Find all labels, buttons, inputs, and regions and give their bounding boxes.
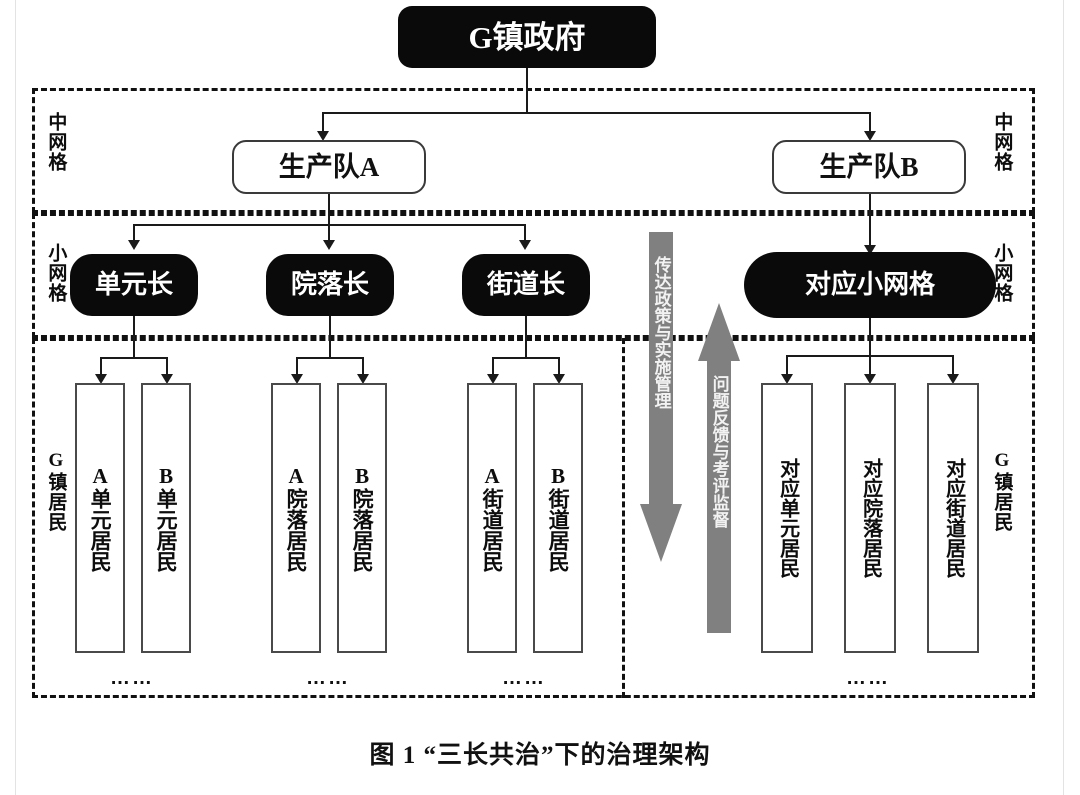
connector-unit-bus bbox=[100, 357, 167, 359]
band-middle-grid bbox=[32, 88, 1035, 213]
arrowhead-teamB-to-grid bbox=[864, 245, 876, 255]
connector-street-to-resident-b bbox=[558, 357, 560, 377]
connector-teamB-to-grid bbox=[869, 194, 871, 248]
connector-courtyard-to-resident-b bbox=[362, 357, 364, 377]
connector-street-bus bbox=[492, 357, 559, 359]
arrowhead-unit-to-resident-a bbox=[95, 374, 107, 384]
flow-arrow-down-label: 传达政策与实施管理 bbox=[651, 256, 671, 409]
resident-box-label: A单元居民 bbox=[88, 464, 113, 572]
arrowhead-gov-to-teamA bbox=[317, 131, 329, 141]
arrowhead-teamA-to-unit bbox=[128, 240, 140, 250]
resident-box-label: B院落居民 bbox=[350, 464, 375, 572]
connector-gov-stem bbox=[526, 68, 528, 113]
ellipsis-courtyard-group: …… bbox=[306, 667, 350, 689]
connector-teamA-stem bbox=[328, 194, 330, 225]
connector-courtyard-bus bbox=[296, 357, 363, 359]
resident-box-corresponding-unit[interactable]: 对应单元居民 bbox=[761, 383, 813, 653]
arrowhead-gov-to-teamB bbox=[864, 131, 876, 141]
arrowhead-grid-to-resident-street bbox=[947, 374, 959, 384]
node-corresponding-small-grid[interactable]: 对应小网格 bbox=[744, 252, 996, 318]
band-label-middle-grid-right: 中网格 bbox=[991, 112, 1013, 172]
page-edge-rule-right bbox=[1063, 0, 1064, 795]
resident-box-label: A街道居民 bbox=[480, 464, 505, 572]
connector-teamA-to-courtyard bbox=[328, 224, 330, 243]
connector-unit-to-resident-a bbox=[100, 357, 102, 377]
connector-courtyard-to-resident-a bbox=[296, 357, 298, 377]
band-label-middle-grid-left: 中网格 bbox=[45, 112, 67, 172]
band-label-residents-left: G镇居民 bbox=[45, 450, 67, 532]
arrowhead-street-to-resident-b bbox=[553, 374, 565, 384]
connector-grid-to-resident-unit bbox=[786, 355, 788, 377]
connector-courtyard-stem bbox=[329, 316, 331, 358]
arrowhead-grid-to-resident-courtyard bbox=[864, 374, 876, 384]
flow-arrow-up-icon bbox=[698, 303, 740, 633]
flow-arrow-down-icon bbox=[640, 232, 682, 562]
arrowhead-teamA-to-street bbox=[519, 240, 531, 250]
flow-arrow-feedback-up: 问题反馈与考评监督 bbox=[698, 303, 740, 633]
arrowhead-grid-to-resident-unit bbox=[781, 374, 793, 384]
node-town-government[interactable]: G镇政府 bbox=[398, 6, 656, 68]
arrowhead-unit-to-resident-b bbox=[161, 374, 173, 384]
resident-box-corresponding-courtyard[interactable]: 对应院落居民 bbox=[844, 383, 896, 653]
node-chief-courtyard[interactable]: 院落长 bbox=[266, 254, 394, 316]
ellipsis-corresponding-group: …… bbox=[846, 667, 890, 689]
resident-box-corresponding-street[interactable]: 对应街道居民 bbox=[927, 383, 979, 653]
node-chief-unit[interactable]: 单元长 bbox=[70, 254, 198, 316]
figure-caption: 图 1 “三长共治”下的治理架构 bbox=[369, 742, 711, 769]
arrowhead-street-to-resident-a bbox=[487, 374, 499, 384]
resident-box-label: A院落居民 bbox=[284, 464, 309, 572]
residents-band-divider bbox=[622, 338, 625, 698]
connector-gov-bus bbox=[322, 112, 870, 114]
connector-teamA-to-street bbox=[524, 224, 526, 243]
connector-unit-to-resident-b bbox=[166, 357, 168, 377]
band-small-grid bbox=[32, 213, 1035, 338]
connector-gov-to-teamB bbox=[869, 112, 871, 135]
connector-grid-to-resident-courtyard bbox=[869, 355, 871, 377]
resident-box-b-courtyard[interactable]: B院落居民 bbox=[337, 383, 387, 653]
node-production-team-b[interactable]: 生产队B bbox=[772, 140, 966, 194]
arrowhead-courtyard-to-resident-b bbox=[357, 374, 369, 384]
band-label-small-grid-left: 小网格 bbox=[45, 243, 67, 303]
ellipsis-unit-group: …… bbox=[110, 667, 154, 689]
resident-box-a-unit[interactable]: A单元居民 bbox=[75, 383, 125, 653]
resident-box-a-courtyard[interactable]: A院落居民 bbox=[271, 383, 321, 653]
resident-box-b-unit[interactable]: B单元居民 bbox=[141, 383, 191, 653]
connector-unit-stem bbox=[133, 316, 135, 358]
flow-arrow-up-label: 问题反馈与考评监督 bbox=[709, 375, 729, 528]
resident-box-a-street[interactable]: A街道居民 bbox=[467, 383, 517, 653]
connector-teamA-to-unit bbox=[133, 224, 135, 243]
connector-street-stem bbox=[525, 316, 527, 358]
band-label-residents-right: G镇居民 bbox=[991, 450, 1013, 532]
ellipsis-street-group: …… bbox=[502, 667, 546, 689]
band-residents bbox=[32, 338, 1035, 698]
arrowhead-courtyard-to-resident-a bbox=[291, 374, 303, 384]
resident-box-label: 对应院落居民 bbox=[859, 458, 882, 578]
node-production-team-a[interactable]: 生产队A bbox=[232, 140, 426, 194]
page-edge-rule-left bbox=[15, 0, 16, 795]
resident-box-label: 对应单元居民 bbox=[776, 458, 799, 578]
connector-street-to-resident-a bbox=[492, 357, 494, 377]
arrowhead-teamA-to-courtyard bbox=[323, 240, 335, 250]
resident-box-label: B单元居民 bbox=[154, 464, 179, 572]
flow-arrow-policy-down: 传达政策与实施管理 bbox=[640, 232, 682, 562]
connector-gov-to-teamA bbox=[322, 112, 324, 135]
resident-box-label: B街道居民 bbox=[546, 464, 571, 572]
resident-box-b-street[interactable]: B街道居民 bbox=[533, 383, 583, 653]
connector-grid-to-resident-street bbox=[952, 355, 954, 377]
band-label-small-grid-right: 小网格 bbox=[991, 243, 1013, 303]
resident-box-label: 对应街道居民 bbox=[942, 458, 965, 578]
node-chief-street[interactable]: 街道长 bbox=[462, 254, 590, 316]
connector-grid-stem bbox=[869, 318, 871, 356]
